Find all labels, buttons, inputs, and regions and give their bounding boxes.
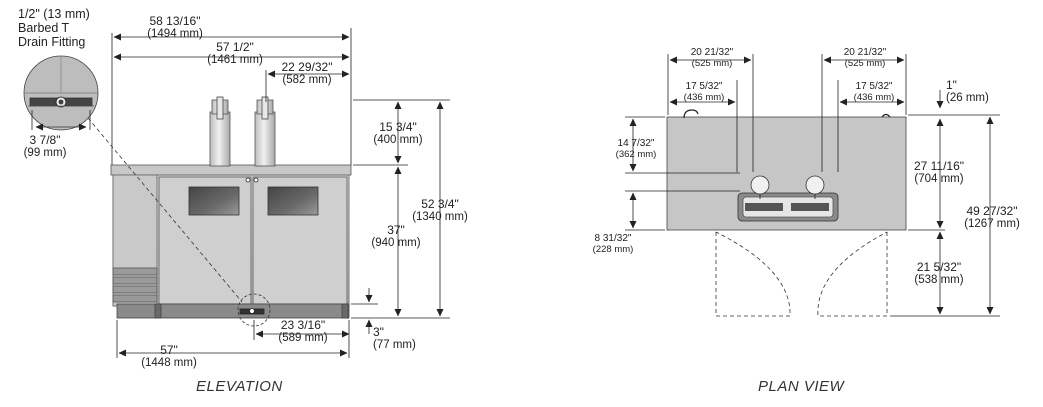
- tap-right: [805, 175, 825, 195]
- label-cabinet-height: 37"(940 mm): [371, 223, 421, 250]
- elevation-title: ELEVATION: [196, 378, 283, 395]
- callout-drain-size: 1/2" (13 mm): [18, 7, 90, 21]
- dim-detail-depth-label: 3 7/8"(99 mm): [23, 133, 67, 160]
- label-plan-right-outer: 20 21/32"(525 mm): [843, 47, 887, 69]
- elevation-view: [87, 28, 450, 358]
- label-overall-height: 52 3/4"(1340 mm): [412, 197, 468, 224]
- detail-circle: [237, 293, 271, 327]
- base-leg: [154, 303, 162, 319]
- label-plan-right-inner: 17 5/32"(436 mm): [853, 81, 895, 103]
- callout-drain-type: Barbed T: [18, 21, 70, 35]
- label-plan-door-swing: 21 5/32"(538 mm): [914, 260, 964, 287]
- label-base-height: 3"(77 mm): [373, 325, 416, 352]
- label-tower-height: 15 3/4"(400 mm): [373, 120, 423, 147]
- label-plan-tap-depth: 14 7/32"(362 mm): [615, 138, 657, 160]
- label-plan-left-inner: 17 5/32"(436 mm): [683, 81, 725, 103]
- label-plan-tray-depth: 8 31/32"(228 mm): [592, 233, 634, 255]
- label-top-width: 57 1/2"(1461 mm): [207, 40, 263, 67]
- rear-clip: [881, 113, 891, 118]
- label-plan-overall-depth: 49 27/32"(1267 mm): [964, 204, 1020, 231]
- tap-left: [750, 175, 770, 195]
- beer-tower-left: [209, 96, 231, 167]
- callout-drain-fitting: Drain Fitting: [18, 35, 86, 49]
- cabinet-base: [116, 303, 350, 319]
- label-plan-cabinet-depth: 27 11/16"(704 mm): [913, 159, 965, 186]
- label-drain-offset: 23 3/16"(589 mm): [278, 318, 328, 345]
- right-door-glass: [267, 186, 319, 216]
- drain-hook: [683, 109, 699, 119]
- label-plan-top-offset: 1"(26 mm): [946, 78, 989, 105]
- base-leg: [341, 303, 349, 319]
- label-plan-left-outer: 20 21/32"(525 mm): [690, 47, 734, 69]
- door-lock: [245, 177, 251, 183]
- label-base-width: 57"(1448 mm): [141, 343, 197, 370]
- door-swing-right: [817, 231, 888, 317]
- beer-tower-right: [254, 96, 276, 167]
- left-door-glass: [188, 186, 240, 216]
- door-lock: [253, 177, 259, 183]
- label-overall-width: 58 13/16"(1494 mm): [147, 14, 203, 41]
- vent-louvers: [112, 267, 158, 303]
- plan-view: [625, 54, 1000, 317]
- detail-leader: [87, 117, 243, 303]
- door-swing-left: [715, 231, 791, 317]
- plan-view-title: PLAN VIEW: [758, 378, 845, 395]
- countertop: [110, 164, 352, 176]
- drain-detail-magnified: [23, 55, 99, 131]
- label-tower-offset: 22 29/32"(582 mm): [281, 60, 333, 87]
